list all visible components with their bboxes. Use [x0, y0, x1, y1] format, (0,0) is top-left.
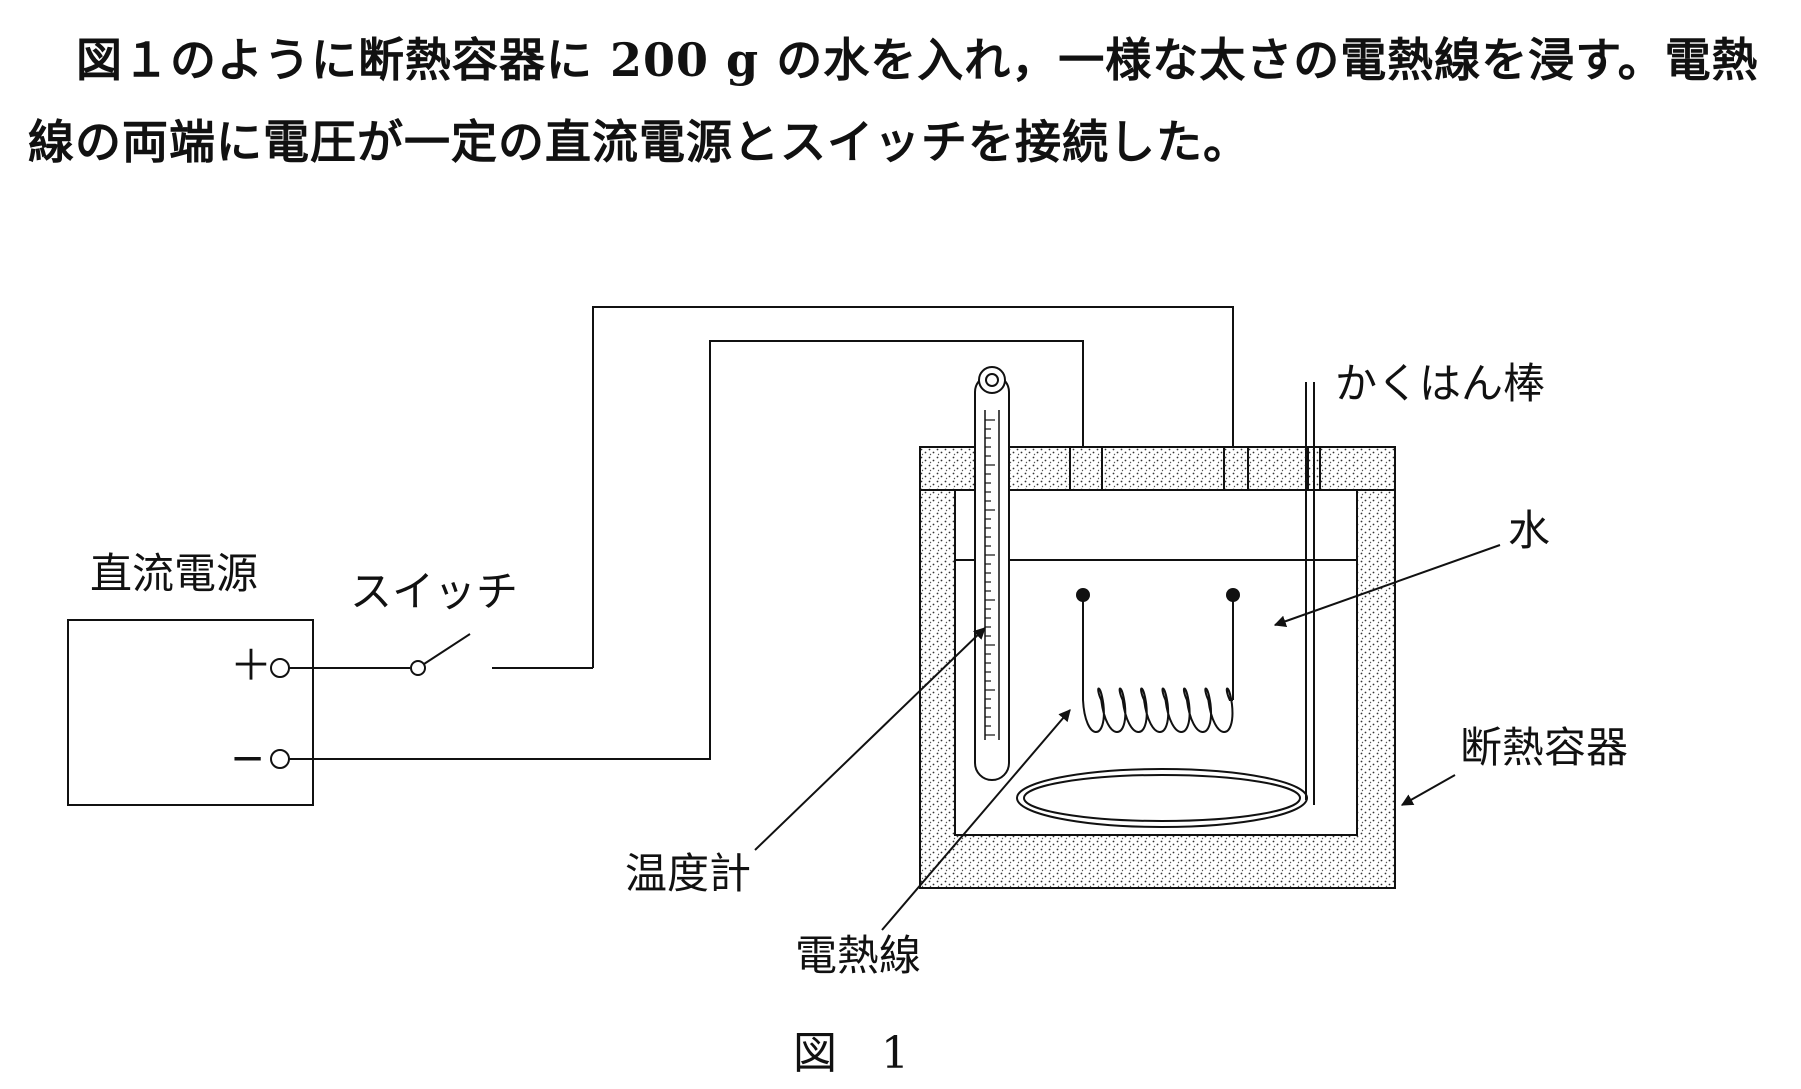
water-label: 水: [1508, 506, 1550, 555]
stirring-rod: [1016, 382, 1315, 828]
power-supply-label: 直流電源: [90, 549, 258, 598]
heating-wire-label: 電熱線: [795, 931, 921, 980]
water-arrow: [1273, 544, 1501, 628]
heating-wire-junction-left: [1076, 588, 1090, 602]
thermometer: [974, 366, 1010, 781]
thermometer-label: 温度計: [625, 849, 751, 898]
minus-terminal: [270, 749, 290, 769]
stirring-rod-label: かくはん棒: [1335, 359, 1545, 408]
problem-text-line-1: 図１のように断熱容器に 200 g の水を入れ，一様な太さの電熱線を浸す。電熱: [76, 33, 1759, 87]
insulated-container-arrow: [1400, 774, 1456, 806]
plus-terminal: [270, 658, 290, 678]
switch-lever: [423, 633, 471, 665]
insulated-container-label: 断熱容器: [1460, 723, 1628, 772]
heating-wire-arrow: [881, 709, 1071, 931]
switch: スイッチ: [289, 567, 593, 676]
heating-wire-junction-right: [1226, 588, 1240, 602]
heating-wire: [1076, 588, 1240, 733]
minus-terminal-sign: −: [230, 733, 265, 782]
plus-terminal-sign: ＋: [230, 641, 272, 690]
problem-text-line-2: 線の両端に電圧が一定の直流電源とスイッチを接続した。: [28, 115, 1250, 169]
power-supply: 直流電源 ＋ −: [67, 549, 314, 806]
switch-label: スイッチ: [350, 567, 518, 616]
figure-caption: 図 1: [793, 1028, 909, 1079]
thermometer-arrow: [754, 627, 986, 851]
wire-negative: [289, 340, 1084, 760]
